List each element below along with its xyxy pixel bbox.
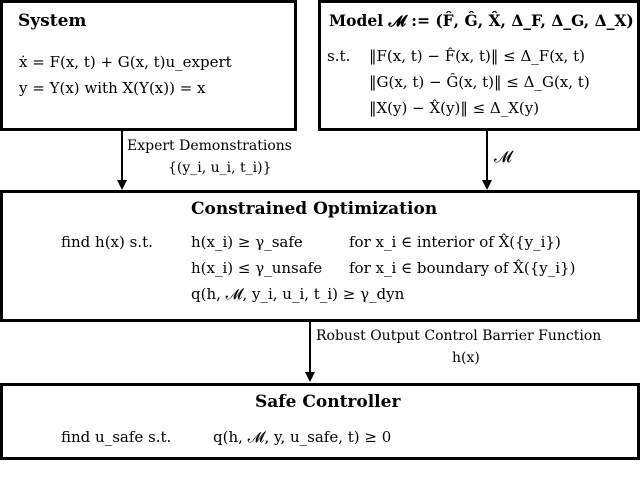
expert-demonstrations-label: Expert Demonstrations: [127, 138, 292, 154]
optimization-find-label: find h(x) s.t.: [61, 233, 153, 251]
optimization-safe-constraint: h(x_i) ≥ γ_safe: [191, 233, 303, 251]
model-edge-label: 𝓜: [494, 147, 512, 166]
controller-title: Safe Controller: [255, 392, 401, 412]
model-st-label: s.t.: [327, 47, 351, 65]
controller-condition: q(h, 𝓜, y, u_safe, t) ≥ 0: [213, 428, 392, 446]
model-constraint-f: ‖F(x, t) − F̂(x, t)‖ ≤ Δ_F(x, t): [369, 47, 585, 65]
system-box: System ẋ = F(x, t) + G(x, t)u_expert y =…: [0, 0, 297, 131]
model-constraint-x: ‖X(y) − X̂(y)‖ ≤ Δ_X(y): [369, 99, 540, 117]
system-output-equation: y = Y(x) with X(Y(x)) = x: [19, 79, 206, 97]
model-title: Model 𝓜 := (F̂, Ĝ, X̂, Δ_F, Δ_G, Δ_X): [329, 11, 634, 30]
barrier-function-label: Robust Output Control Barrier Function: [316, 328, 602, 344]
optimization-dynamics-constraint: q(h, 𝓜, y_i, u_i, t_i) ≥ γ_dyn: [191, 285, 405, 303]
optimization-unsafe-condition: for x_i ∈ boundary of X̂({y_i}): [349, 259, 576, 277]
optimization-safe-condition: for x_i ∈ interior of X̂({y_i}): [349, 233, 561, 251]
controller-find-label: find u_safe s.t.: [61, 428, 172, 446]
optimization-box: Constrained Optimization find h(x) s.t. …: [0, 190, 640, 322]
model-box: Model 𝓜 := (F̂, Ĝ, X̂, Δ_F, Δ_G, Δ_X) s.…: [318, 0, 640, 131]
system-dynamics-equation: ẋ = F(x, t) + G(x, t)u_expert: [19, 53, 232, 71]
optimization-unsafe-constraint: h(x_i) ≤ γ_unsafe: [191, 259, 323, 277]
optimization-title: Constrained Optimization: [191, 199, 438, 219]
expert-demonstrations-set: {(y_i, u_i, t_i)}: [168, 160, 272, 176]
model-constraint-g: ‖G(x, t) − Ĝ(x, t)‖ ≤ Δ_G(x, t): [369, 73, 590, 91]
system-title: System: [18, 11, 87, 31]
controller-box: Safe Controller find u_safe s.t. q(h, 𝓜,…: [0, 383, 640, 460]
barrier-function-symbol: h(x): [452, 350, 480, 366]
